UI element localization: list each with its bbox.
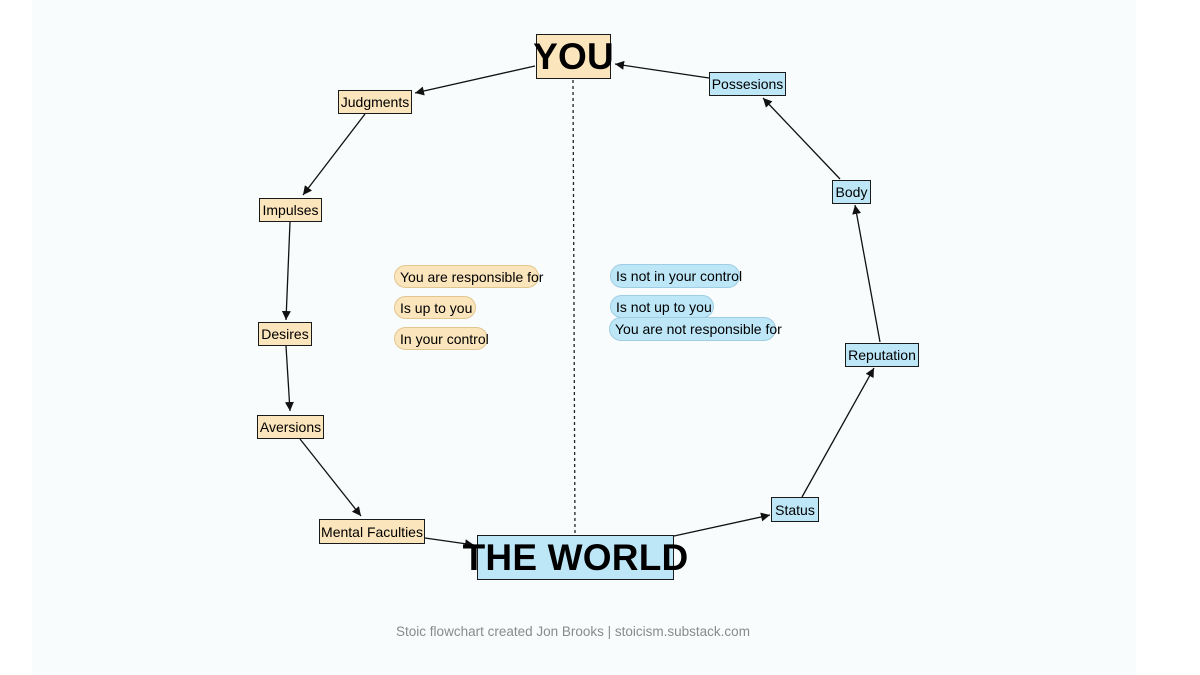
edge-body-to-possesions (762, 97, 841, 180)
mental-faculties-node: Mental Faculties (319, 519, 425, 544)
judgments-node: Judgments (338, 90, 412, 114)
label-in-your-control: In your control (394, 327, 489, 350)
label-you-are-not-responsible-for: You are not responsible for (609, 317, 782, 341)
label-is-not-up-to-you: Is not up to you (610, 295, 714, 318)
edge-world-to-status (673, 512, 771, 537)
edge-possesions-to-you (614, 60, 710, 79)
credit-footer: Stoic flowchart created Jon Brooks | sto… (396, 624, 750, 639)
label-is-not-in-your-control: Is not in your control (610, 264, 742, 288)
you-node: YOU (533, 34, 614, 79)
status-node: Status (771, 497, 819, 522)
body-node: Body (832, 180, 871, 204)
edge-mental-faculties-to-world (424, 537, 475, 549)
the-world-node: THE WORLD (462, 535, 689, 580)
edge-judgments-to-impulses (302, 113, 366, 196)
edge-aversions-to-mental-faculties (299, 438, 362, 517)
edge-you-to-judgments (414, 65, 536, 96)
edge-impulses-to-desires (281, 221, 291, 321)
label-is-up-to-you: Is up to you (394, 296, 476, 319)
edge-desires-to-aversions (284, 345, 294, 412)
reputation-node: Reputation (845, 343, 919, 367)
label-you-are-responsible-for: You are responsible for (394, 265, 543, 288)
aversions-node: Aversions (257, 415, 324, 439)
desires-node: Desires (258, 322, 312, 346)
possesions-node: Possesions (709, 72, 786, 96)
divider-line (572, 79, 576, 537)
impulses-node: Impulses (259, 198, 322, 222)
edge-status-to-reputation (801, 367, 875, 498)
edge-reputation-to-body (852, 204, 881, 343)
